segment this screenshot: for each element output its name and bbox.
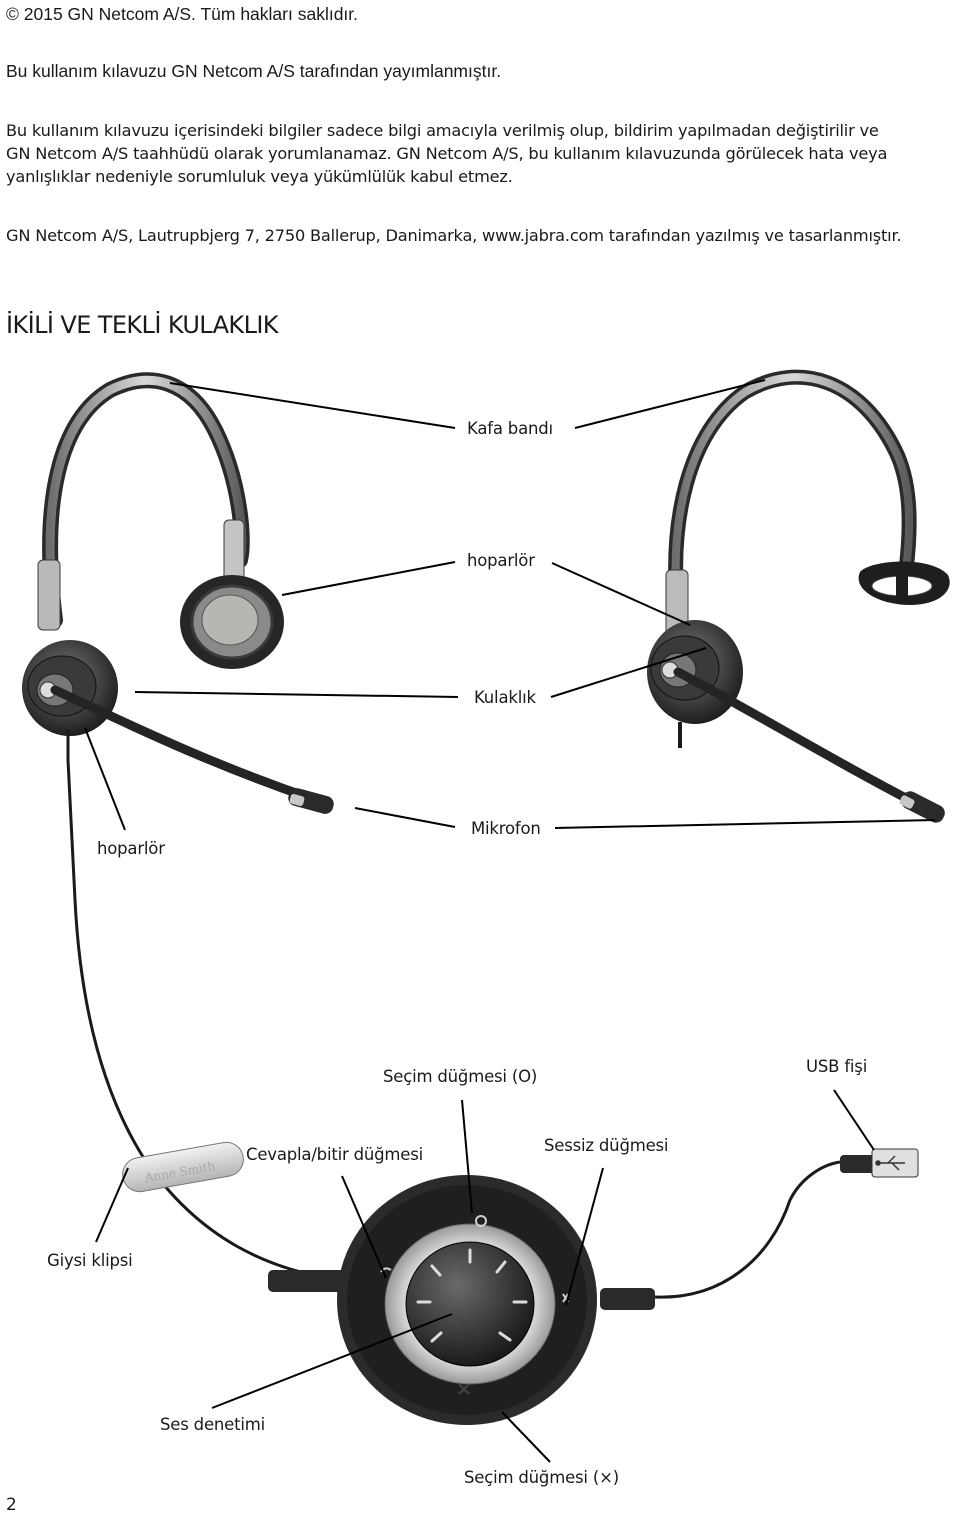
label-headband: Kafa bandı xyxy=(467,419,553,438)
t-bar-stabilizer xyxy=(858,561,950,605)
label-microphone: Mikrofon xyxy=(471,819,541,838)
page-number: 2 xyxy=(6,1495,17,1515)
answer-end-icon xyxy=(380,1267,392,1273)
label-earpiece: Kulaklık xyxy=(474,688,536,707)
label-volume: Ses denetimi xyxy=(160,1415,266,1434)
select-o-icon xyxy=(475,1215,487,1227)
disclaimer-line-2: GN Netcom A/S taahhüdü olarak yorumlanam… xyxy=(6,144,888,163)
label-speaker-top: hoparlör xyxy=(467,551,535,570)
section-title: İKİLİ VE TEKLİ KULAKLIK xyxy=(6,311,279,339)
duo-headset xyxy=(22,372,334,1161)
speaker-cushion xyxy=(180,575,284,669)
clothing-clip: Anne Smith xyxy=(122,1141,244,1193)
label-speaker-left: hoparlör xyxy=(97,839,165,858)
publisher-text: Bu kullanım kılavuzu GN Netcom A/S taraf… xyxy=(6,61,502,81)
disclaimer-line-3: yanlışlıklar nedeniyle sorumluluk veya y… xyxy=(6,167,513,186)
label-usb-plug: USB fişi xyxy=(806,1057,868,1076)
earpiece-left xyxy=(22,640,118,736)
select-x-icon xyxy=(458,1383,470,1395)
mono-headset xyxy=(647,369,950,823)
control-unit xyxy=(337,1175,597,1425)
label-select-x: Seçim düğmesi (×) xyxy=(464,1468,619,1487)
copyright-text: © 2015 GN Netcom A/S. Tüm hakları saklıd… xyxy=(6,4,359,24)
volume-dial-ticks xyxy=(416,1248,528,1343)
usb-plug xyxy=(840,1148,919,1178)
label-mute: Sessiz düğmesi xyxy=(544,1136,669,1155)
label-clothing-clip: Giysi klipsi xyxy=(47,1251,133,1270)
label-select-o: Seçim düğmesi (O) xyxy=(383,1067,538,1086)
usb-trident-icon xyxy=(875,1155,905,1171)
disclaimer-paragraph: Bu kullanım kılavuzu içerisindeki bilgil… xyxy=(6,119,887,188)
disclaimer-line-1: Bu kullanım kılavuzu içerisindeki bilgil… xyxy=(6,121,879,140)
earpiece-right xyxy=(647,620,743,724)
leader-lines xyxy=(84,379,936,1463)
address-text: GN Netcom A/S, Lautrupbjerg 7, 2750 Ball… xyxy=(6,226,902,245)
label-answer-end: Cevapla/bitir düğmesi xyxy=(246,1145,424,1164)
